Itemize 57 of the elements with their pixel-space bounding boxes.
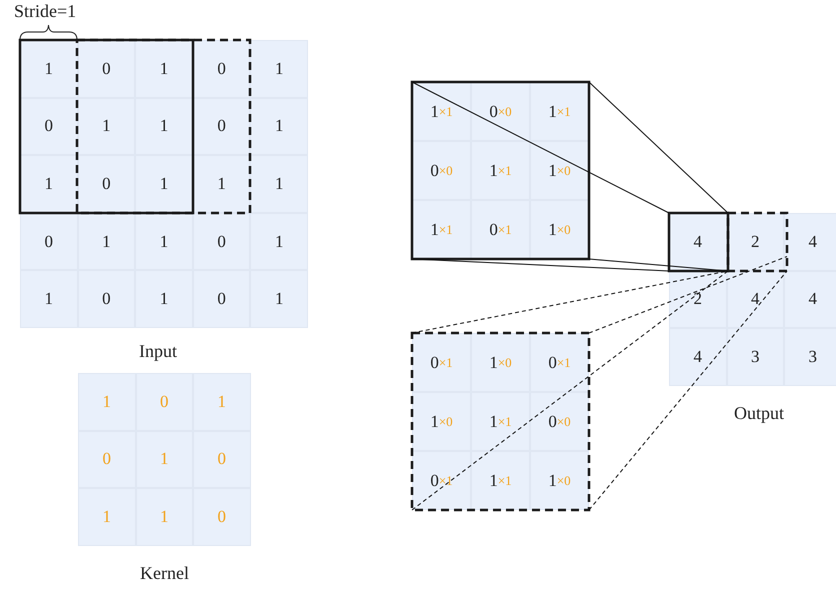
- matrix-cell: 1: [250, 155, 308, 213]
- matrix-cell: 1: [136, 430, 193, 488]
- projection-line: [412, 258, 670, 272]
- matrix-cell: 1: [20, 155, 78, 213]
- matrix-cell: 1: [193, 373, 250, 430]
- matrix-cell: 4: [669, 328, 726, 386]
- matrix-cell: 0: [193, 430, 250, 488]
- matrix-cell: 0: [136, 373, 193, 430]
- matrix-cell: 0: [20, 212, 78, 270]
- matrix-cell: 0: [193, 488, 250, 546]
- grid-caption: Input: [139, 341, 177, 362]
- matrix-cell: 1: [78, 98, 136, 156]
- matrix-cell: 4: [726, 270, 784, 328]
- projection-line: [588, 256, 788, 334]
- matrix-cell: 1: [135, 270, 193, 328]
- stride-label: Stride=1: [14, 1, 76, 22]
- matrix-cell: 1: [78, 488, 136, 546]
- dashed-window: [410, 332, 590, 512]
- projection-line: [412, 270, 728, 510]
- sliding-window: [18, 38, 194, 214]
- matrix-cell: 1: [135, 155, 193, 213]
- matrix-cell: 1: [250, 212, 308, 270]
- matrix-cell: 0: [78, 430, 136, 488]
- projection-line: [588, 258, 728, 272]
- matrix-cell: 1: [192, 155, 250, 213]
- matrix-cell: 3: [726, 328, 784, 386]
- matrix-cell: 2: [669, 270, 726, 328]
- matrix-cell: 1: [250, 40, 308, 98]
- matrix-cell: 0: [192, 40, 250, 98]
- dashed-window: [76, 38, 252, 214]
- matrix-cell: 0: [192, 270, 250, 328]
- matrix-cell: 0: [192, 98, 250, 156]
- matrix-cell: 1: [20, 40, 78, 98]
- matrix-cell: 1: [78, 212, 136, 270]
- matrix-cell: 1: [250, 270, 308, 328]
- matrix-cell: 4: [784, 213, 836, 270]
- grid-caption: Kernel: [140, 563, 189, 584]
- matrix-cell: 1: [135, 212, 193, 270]
- matrix-cell: 1: [20, 270, 78, 328]
- matrix-cell: 3: [784, 328, 836, 386]
- matrix-cell: 1: [136, 488, 193, 546]
- matrix-cell: 4: [669, 213, 726, 270]
- matrix-cell: 0: [78, 40, 136, 98]
- matrix-cell: 1: [250, 98, 308, 156]
- matrix-cell: 4: [784, 270, 836, 328]
- sliding-window: [410, 80, 590, 260]
- matrix-cell: 1: [135, 98, 193, 156]
- projection-line: [412, 82, 670, 214]
- matrix-cell: 0: [78, 270, 136, 328]
- projection-line: [588, 270, 788, 510]
- matrix-cell: 0: [20, 98, 78, 156]
- grid-caption: Output: [734, 403, 784, 424]
- matrix-cell: 1: [135, 40, 193, 98]
- matrix-cell: 0: [192, 212, 250, 270]
- matrix-cell: 2: [726, 213, 784, 270]
- matrix-cell: 1: [78, 373, 136, 430]
- matrix-cell: 0: [78, 155, 136, 213]
